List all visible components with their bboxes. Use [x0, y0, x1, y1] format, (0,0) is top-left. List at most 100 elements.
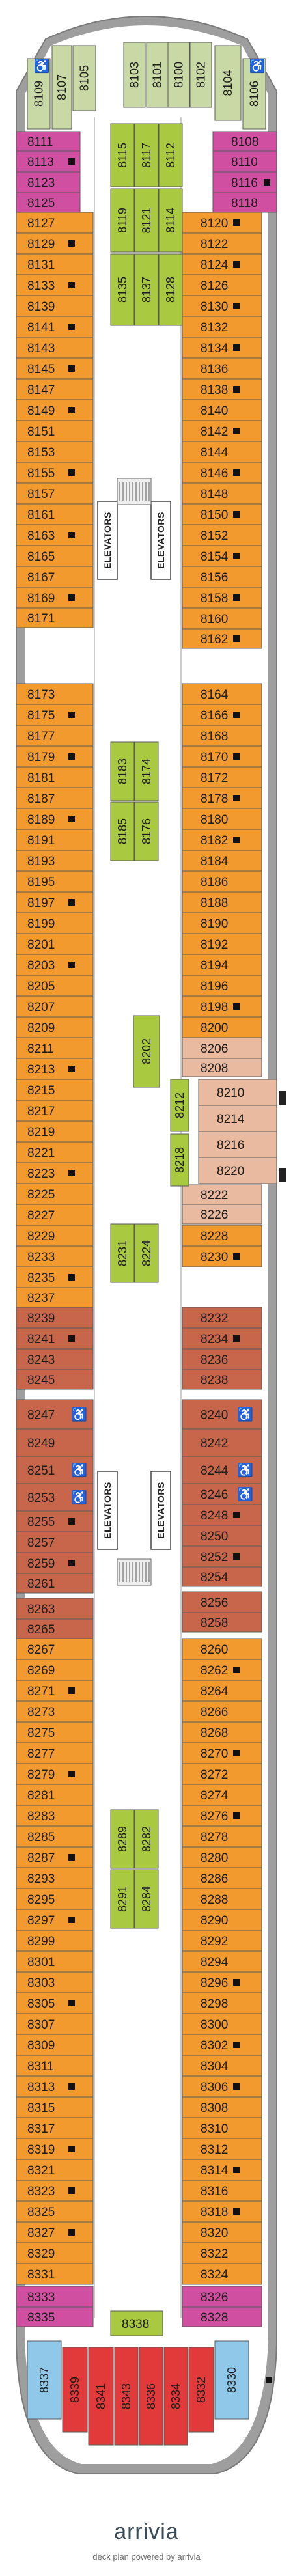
cabin-box[interactable]	[16, 399, 94, 421]
cabin-box[interactable]	[16, 1573, 94, 1594]
cabin-box[interactable]	[110, 2310, 163, 2336]
cabin-box[interactable]	[182, 316, 262, 338]
cabin-box[interactable]	[182, 482, 262, 505]
cabin-box[interactable]	[16, 1225, 94, 1247]
cabin-box[interactable]	[198, 1079, 277, 1106]
cabin-8325[interactable]: 8325	[16, 2200, 94, 2223]
cabin-box[interactable]	[182, 503, 262, 525]
cabin-8258[interactable]: 8258	[182, 1612, 262, 1633]
cabin-8292[interactable]: 8292	[182, 1930, 262, 1952]
cabin-8111[interactable]: 8111	[16, 131, 81, 152]
cabin-box[interactable]	[182, 253, 262, 275]
cabin-box[interactable]	[182, 2286, 262, 2308]
cabin-box[interactable]	[182, 1428, 262, 1457]
cabin-box[interactable]	[16, 1100, 94, 1122]
cabin-8235[interactable]: 8235	[16, 1266, 94, 1288]
cabin-8240[interactable]: 8240♿	[182, 1399, 262, 1430]
cabin-box[interactable]	[182, 912, 262, 934]
cabin-8189[interactable]: 8189	[16, 808, 94, 830]
cabin-box[interactable]	[182, 2055, 262, 2077]
cabin-box[interactable]	[16, 1510, 94, 1532]
cabin-box[interactable]	[182, 1612, 262, 1633]
cabin-8343[interactable]: 8343	[114, 2347, 139, 2446]
cabin-8307[interactable]: 8307	[16, 2013, 94, 2035]
cabin-8257[interactable]: 8257	[16, 1531, 94, 1553]
cabin-8206[interactable]: 8206	[182, 1037, 262, 1059]
cabin-8273[interactable]: 8273	[16, 1700, 94, 1723]
cabin-8186[interactable]: 8186	[182, 870, 262, 893]
cabin-8173[interactable]: 8173	[16, 683, 94, 705]
cabin-8238[interactable]: 8238	[182, 1369, 262, 1390]
cabin-8135[interactable]: 8135	[110, 253, 135, 326]
cabin-box[interactable]	[182, 1591, 262, 1613]
cabin-box[interactable]	[182, 1950, 262, 1973]
cabin-8261[interactable]: 8261	[16, 1573, 94, 1594]
cabin-8237[interactable]: 8237	[16, 1287, 94, 1308]
cabin-box[interactable]	[16, 2263, 94, 2285]
cabin-8151[interactable]: 8151	[16, 420, 94, 442]
cabin-box[interactable]	[182, 2138, 262, 2160]
cabin-box[interactable]	[16, 1079, 94, 1101]
cabin-8301[interactable]: 8301	[16, 1950, 94, 1973]
cabin-box[interactable]	[16, 171, 81, 193]
cabin-box[interactable]	[158, 253, 183, 326]
cabin-8314[interactable]: 8314	[182, 2159, 262, 2181]
cabin-8278[interactable]: 8278	[182, 1825, 262, 1848]
cabin-8187[interactable]: 8187	[16, 787, 94, 809]
cabin-box[interactable]	[16, 1348, 94, 1370]
cabin-box[interactable]	[16, 2221, 94, 2243]
cabin-8267[interactable]: 8267	[16, 1638, 94, 1660]
cabin-box[interactable]	[182, 462, 262, 484]
cabin-8277[interactable]: 8277	[16, 1742, 94, 1764]
cabin-8328[interactable]: 8328	[182, 2306, 262, 2327]
cabin-8211[interactable]: 8211	[16, 1037, 94, 1059]
cabin-box[interactable]	[16, 891, 94, 913]
cabin-8327[interactable]: 8327	[16, 2221, 94, 2243]
cabin-box[interactable]	[16, 482, 94, 505]
cabin-box[interactable]	[16, 1846, 94, 1868]
cabin-8215[interactable]: 8215	[16, 1079, 94, 1101]
cabin-8244[interactable]: 8244♿	[182, 1456, 262, 1484]
cabin-box[interactable]	[182, 891, 262, 913]
cabin-box[interactable]	[16, 2055, 94, 2077]
cabin-box[interactable]	[16, 2138, 94, 2160]
cabin-8246[interactable]: 8246♿	[182, 1483, 262, 1505]
cabin-8221[interactable]: 8221	[16, 1141, 94, 1163]
cabin-8231[interactable]: 8231	[110, 1223, 135, 1283]
cabin-box[interactable]	[16, 1120, 94, 1143]
cabin-8117[interactable]: 8117	[134, 123, 159, 187]
cabin-8248[interactable]: 8248	[182, 1504, 262, 1526]
cabin-box[interactable]	[182, 870, 262, 893]
cabin-box[interactable]	[16, 1428, 94, 1457]
cabin-8178[interactable]: 8178	[182, 787, 262, 809]
cabin-box[interactable]	[16, 1888, 94, 1910]
cabin-box[interactable]	[16, 1867, 94, 1889]
cabin-box[interactable]	[182, 1525, 262, 1547]
cabin-box[interactable]	[72, 45, 96, 111]
cabin-8126[interactable]: 8126	[182, 274, 262, 296]
cabin-box[interactable]	[198, 1131, 277, 1158]
cabin-box[interactable]	[27, 2340, 62, 2420]
cabin-8108[interactable]: 8108	[212, 131, 277, 152]
cabin-8172[interactable]: 8172	[182, 766, 262, 788]
cabin-8162[interactable]: 8162	[182, 628, 262, 649]
cabin-8300[interactable]: 8300	[182, 2013, 262, 2035]
cabin-8276[interactable]: 8276	[182, 1805, 262, 1827]
cabin-box[interactable]	[110, 741, 135, 801]
cabin-box[interactable]	[16, 316, 94, 338]
cabin-box[interactable]	[139, 2347, 163, 2446]
cabin-box[interactable]	[16, 766, 94, 788]
cabin-box[interactable]	[16, 1016, 94, 1038]
cabin-8220[interactable]: 8220	[198, 1157, 277, 1184]
cabin-box[interactable]	[182, 1846, 262, 1868]
cabin-box[interactable]	[182, 1225, 262, 1247]
cabin-box[interactable]	[16, 1307, 94, 1329]
cabin-box[interactable]	[170, 1079, 189, 1132]
cabin-8305[interactable]: 8305	[16, 1992, 94, 2014]
cabin-8190[interactable]: 8190	[182, 912, 262, 934]
cabin-box[interactable]	[16, 808, 94, 830]
cabin-box[interactable]	[16, 2013, 94, 2035]
cabin-box[interactable]	[167, 42, 190, 108]
cabin-8319[interactable]: 8319	[16, 2138, 94, 2160]
cabin-box[interactable]	[16, 1930, 94, 1952]
